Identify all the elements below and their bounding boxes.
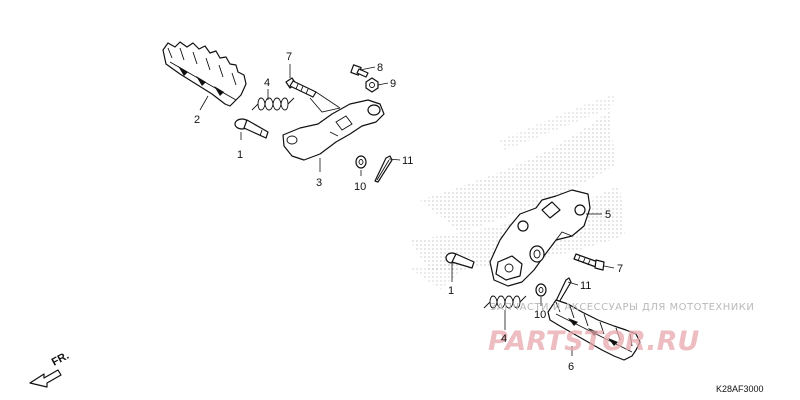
callout-9: 9 xyxy=(390,78,396,90)
bolt-right-part xyxy=(573,253,605,271)
cotter-pin-left-part xyxy=(374,155,393,183)
callout-11-right: 11 xyxy=(580,280,591,292)
nut-part xyxy=(365,77,379,93)
callout-6: 6 xyxy=(568,361,574,373)
cotter-pin-right-part xyxy=(554,277,572,305)
diagram-code: K28AF3000 xyxy=(716,384,764,394)
callout-4-right: 4 xyxy=(501,333,507,345)
pin-right-part xyxy=(445,252,475,269)
footpeg-left-part xyxy=(162,41,247,107)
callout-8: 8 xyxy=(377,62,383,74)
bracket-right-part xyxy=(489,189,591,287)
spring-right-part xyxy=(483,295,527,309)
washer-right-part xyxy=(535,283,547,297)
pin-left-part xyxy=(234,118,269,139)
callout-4-left: 4 xyxy=(264,77,270,89)
callout-2: 2 xyxy=(194,114,200,126)
callout-labels: 1 2 3 4 7 8 9 10 11 5 7 1 11 10 4 6 xyxy=(194,51,623,373)
bolt-left-part xyxy=(285,77,317,98)
watermark-logo-text: PARTSTOR.RU xyxy=(488,326,699,357)
spring-left-part xyxy=(251,97,295,111)
direction-label: FR. xyxy=(50,350,71,369)
callout-10-right: 10 xyxy=(534,309,546,321)
leader-lines-right xyxy=(451,213,615,356)
footpeg-right-part xyxy=(547,299,641,361)
leader-lines-left xyxy=(199,64,401,176)
front-direction-arrow: FR. xyxy=(29,350,71,388)
small-bolt-part xyxy=(350,64,369,78)
callout-11-left: 11 xyxy=(402,155,413,167)
bracket-left-part xyxy=(282,99,385,161)
callout-7-left: 7 xyxy=(286,51,292,63)
callout-1-left: 1 xyxy=(237,149,243,161)
callout-7-right: 7 xyxy=(617,263,623,275)
watermark: ЗАПЧАСТИ И АКСЕССУАРЫ ДЛЯ МОТОТЕХНИКИ PA… xyxy=(488,302,754,357)
callout-5: 5 xyxy=(605,209,611,221)
watermark-top-text: ЗАПЧАСТИ И АКСЕССУАРЫ ДЛЯ МОТОТЕХНИКИ xyxy=(490,302,754,313)
callout-10-left: 10 xyxy=(354,181,366,193)
washer-left-part xyxy=(355,155,367,169)
callout-1-right: 1 xyxy=(448,285,454,297)
callout-3: 3 xyxy=(316,177,322,189)
